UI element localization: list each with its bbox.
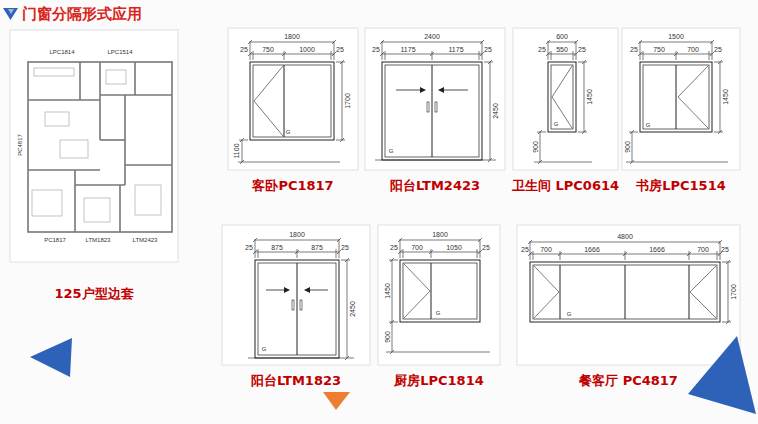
dimension-value: 1666 (584, 246, 600, 253)
dimension-value: 25 (714, 46, 722, 53)
dimension-value: 25 (336, 46, 344, 53)
dimension-value: 1100 (233, 143, 240, 158)
window-code: LTM1823 (86, 237, 111, 243)
panel-caption: 125户型边套 (54, 286, 133, 302)
slide-title: 门窗分隔形式应用 (22, 5, 142, 23)
drawing-panel: 阳台LTM2423 (365, 28, 505, 170)
dimension-value: 1666 (649, 246, 665, 253)
dimension-value: 25 (372, 46, 380, 53)
dimension-value: 750 (653, 46, 665, 53)
dimension-value: 700 (411, 244, 423, 251)
dimension-value: 750 (262, 46, 274, 53)
drawing-panel: 125户型边套 (10, 30, 178, 262)
window-code: LPC1814 (49, 49, 74, 55)
glass-mark: G (436, 310, 441, 316)
dimension-value: 1700 (344, 93, 351, 109)
dimension-value: 700 (697, 246, 709, 253)
dimension-value: 600 (556, 33, 568, 40)
dimension-value: 1175 (448, 46, 463, 53)
panel-caption: 书房LPC1514 (636, 178, 726, 194)
dimension-value: 25 (482, 244, 490, 251)
dimension-value: 1050 (446, 244, 462, 251)
panel-caption: 客卧PC1817 (252, 178, 333, 194)
dimension-value: 25 (521, 246, 529, 253)
dimension-value: 1700 (730, 284, 737, 300)
panel-caption: 厨房LPC1814 (394, 373, 484, 389)
dimension-value: 1450 (384, 283, 391, 299)
dimension-value: 25 (484, 46, 492, 53)
window-frames (250, 62, 720, 358)
window-code: PC1817 (44, 237, 66, 243)
dimension-value: 875 (311, 244, 323, 251)
panel-caption: 阳台LTM1823 (251, 373, 341, 389)
floor-plan (28, 62, 172, 232)
dimension-value: 875 (271, 244, 283, 251)
dimension-value: 1450 (586, 89, 593, 105)
dimension-value: 2450 (349, 301, 356, 317)
floor-plan-furniture (32, 68, 161, 222)
dimension-value: 550 (556, 46, 568, 53)
card-backgrounds (10, 28, 740, 365)
dimension-value: 700 (540, 246, 552, 253)
dimension-value: 1800 (432, 231, 448, 238)
logo (3, 8, 18, 20)
dimension-value: 25 (538, 46, 546, 53)
glass-mark: G (262, 346, 267, 352)
dimension-value: 1175 (400, 46, 415, 53)
panel-caption: 餐客厅 PC4817 (579, 373, 678, 389)
glass-mark: G (286, 129, 291, 135)
dimension-value: 25 (721, 246, 729, 253)
dimension-value: 900 (384, 331, 391, 343)
dimension-value: 25 (245, 244, 253, 251)
dimension-value: 25 (341, 244, 349, 251)
dimension-value: 1500 (668, 33, 684, 40)
glass-mark: G (646, 122, 651, 128)
dimension-value: 900 (532, 141, 539, 153)
panel-caption: 阳台LTM2423 (390, 178, 480, 194)
glass-mark: G (389, 148, 394, 154)
dimension-lines (238, 40, 731, 360)
panel-caption: 卫生间 LPC0614 (512, 178, 619, 194)
dimension-value: 2450 (492, 103, 499, 119)
dimension-value: 1800 (289, 231, 305, 238)
dimension-value: 25 (630, 46, 638, 53)
dimension-value: 1800 (284, 33, 300, 40)
dimension-value: 4800 (617, 233, 633, 240)
dimension-value: 1000 (299, 46, 315, 53)
window-code: PC4817 (17, 134, 23, 156)
decor-triangles (30, 336, 756, 414)
window-code: LTM2423 (133, 237, 158, 243)
glass-mark: G (567, 311, 572, 317)
dimension-value: 900 (624, 141, 631, 153)
dimension-value: 2400 (424, 33, 440, 40)
dimension-value: 25 (240, 46, 248, 53)
dimension-value: 25 (578, 46, 586, 53)
glass-mark: G (554, 121, 559, 127)
dimension-value: 25 (390, 244, 398, 251)
dimension-value: 1450 (722, 89, 729, 105)
dimension-value: 700 (687, 46, 699, 53)
window-code: LPC1514 (107, 49, 132, 55)
